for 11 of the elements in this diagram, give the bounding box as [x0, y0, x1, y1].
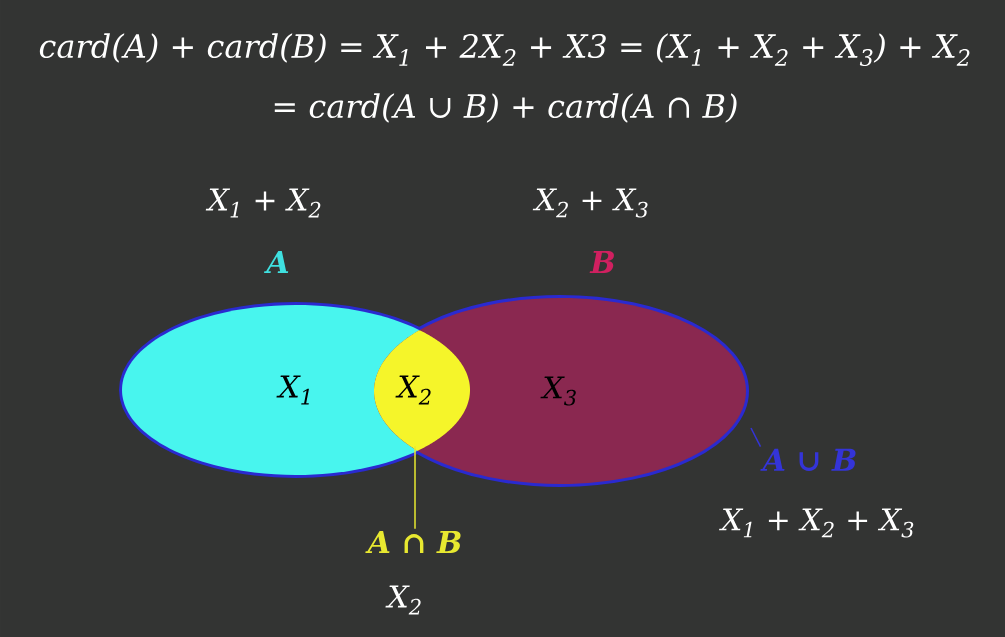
intersection-region: X$_{2}$: [374, 330, 470, 451]
formula-title: card(A) + card(B) = X$_{1}$ + 2X$_{2}$ + X3 = (X$_{1}$ + X$_{2}$ + X$_{3}$) + X$_{2}$ = card(A ∪ B) + card(A ∩ B): [39, 33, 970, 123]
sum-label: X$_{2}$ + X$_{3}$: [532, 188, 648, 218]
sum-label: X$_{1}$ + X$_{2}$: [205, 188, 321, 218]
set-label: A ∪ B: [760, 448, 856, 472]
set-label: A ∩ B: [365, 531, 461, 553]
leader-line: [750, 427, 762, 448]
set-name: A: [264, 251, 289, 273]
count-label: X$_{1}$ + X$_{2}$ + X$_{3}$: [719, 508, 914, 538]
count-label: X$_{2}$: [385, 585, 421, 615]
leader-line: [414, 445, 416, 530]
